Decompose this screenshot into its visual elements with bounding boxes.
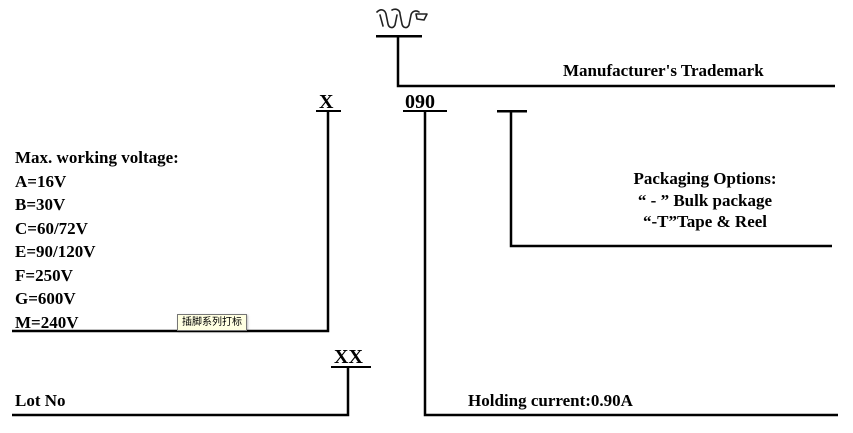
trademark-leader-line [396, 36, 835, 88]
voltage-code: X [319, 91, 334, 113]
packaging-code-underline [497, 110, 527, 113]
logo-underline [376, 35, 422, 38]
voltage-code-underline [316, 110, 341, 112]
packaging-options: Packaging Options: “ - ” Bulk package “-… [560, 168, 850, 233]
voltage-item: M=240V [15, 312, 79, 332]
voltage-leader-line [12, 112, 330, 333]
holding-current-label: Holding current:0.90A [468, 391, 633, 410]
voltage-item: C=60/72V [15, 218, 88, 238]
voltage-item: F=250V [15, 265, 73, 285]
manufacturer-trademark-logo [374, 6, 430, 32]
voltage-title: Max. working voltage: [15, 148, 179, 167]
logo-graphic [376, 8, 428, 29]
lot-code: XX [334, 346, 363, 368]
trademark-label: Manufacturer's Trademark [563, 61, 764, 80]
tooltip: 插脚系列打标 [177, 314, 247, 331]
packaging-option-tape: “-T”Tape & Reel [642, 212, 768, 231]
current-code-underline [403, 110, 447, 112]
voltage-item: E=90/120V [15, 242, 96, 261]
packaging-title: Packaging Options: [633, 169, 777, 188]
lot-no-label: Lot No [15, 391, 66, 410]
voltage-item: G=600V [15, 289, 76, 308]
packaging-leader-line [509, 112, 832, 248]
lot-code-underline [331, 366, 371, 368]
current-code: 090 [405, 91, 435, 113]
voltage-item: A=16V [15, 171, 67, 191]
lot-leader-line [12, 368, 350, 417]
voltage-item: B=30V [15, 195, 66, 214]
voltage-list: Max. working voltage: A=16V B=30V C=60/7… [15, 146, 179, 334]
current-leader-line [423, 112, 838, 417]
packaging-option-bulk: “ - ” Bulk package [637, 190, 773, 210]
